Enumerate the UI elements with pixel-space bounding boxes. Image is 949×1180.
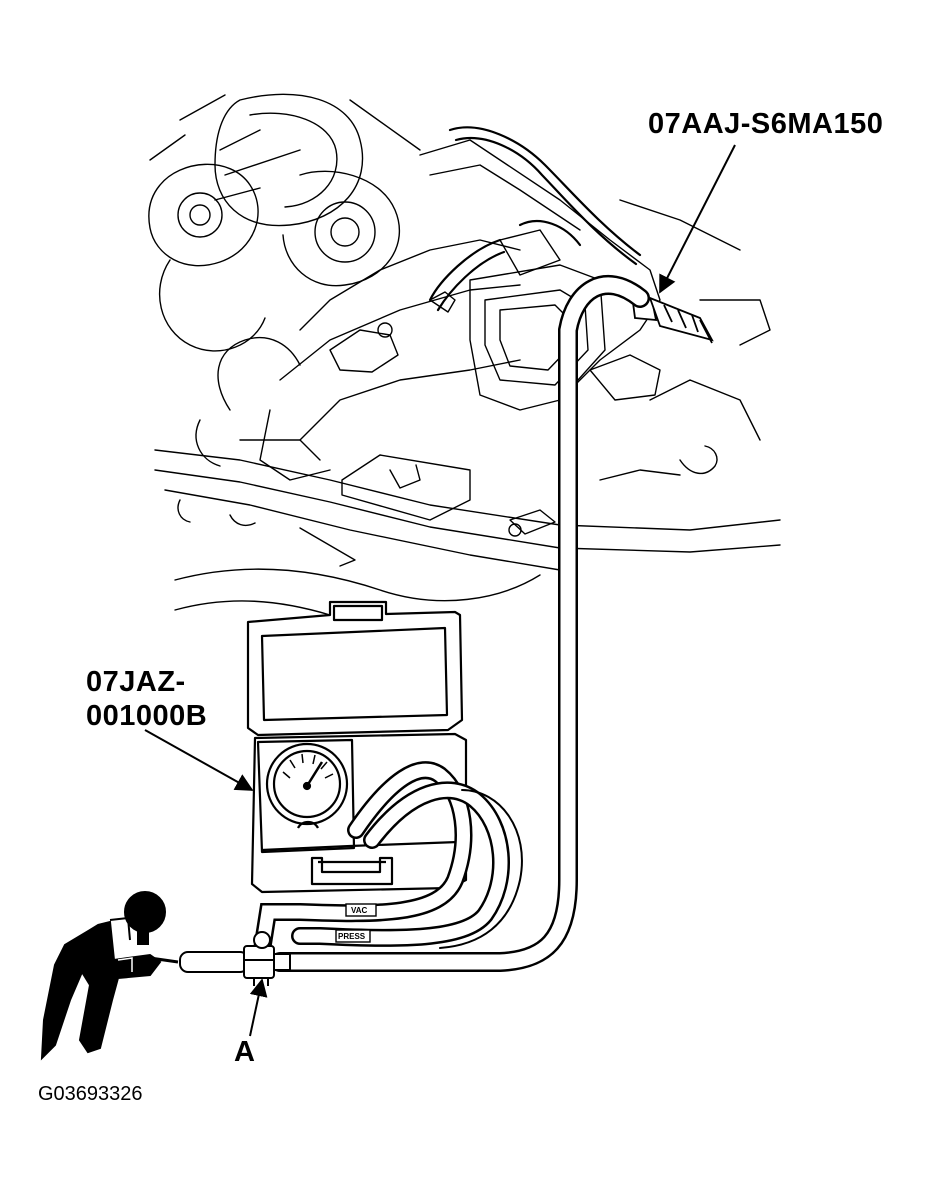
hose-tag-vac: VAC (351, 906, 368, 915)
figure-code-label: G03693326 (38, 1083, 143, 1105)
hose-tag-press: PRESS (338, 932, 366, 941)
valve-a (179, 931, 291, 986)
adapter-tool (630, 293, 714, 344)
tester-leader-arrow (144, 729, 254, 791)
left-engine-components (148, 93, 421, 352)
vacuum-gauge (265, 742, 349, 829)
subframe-bracket (195, 139, 771, 481)
engine-underbody-drawing (148, 93, 781, 616)
tester-part-number-label-line2: 001000B (86, 700, 208, 732)
main-hose (270, 274, 650, 972)
callout-a-label: A (234, 1036, 255, 1068)
adapter-leader-arrow (659, 144, 736, 294)
vapor-hoses (428, 126, 642, 312)
hose-tags: VAC PRESS (335, 903, 377, 943)
tester-part-number-label-line1: 07JAZ- (86, 666, 186, 698)
skid-plate (341, 454, 556, 537)
pressure-tester-kit (246, 600, 468, 894)
valve-a-leader-arrow (249, 978, 268, 1037)
adapter-part-number-label: 07AAJ-S6MA150 (648, 108, 884, 140)
hand-vacuum-pump (40, 891, 179, 1061)
leader-lines (144, 144, 736, 1037)
crossmember (154, 449, 781, 616)
